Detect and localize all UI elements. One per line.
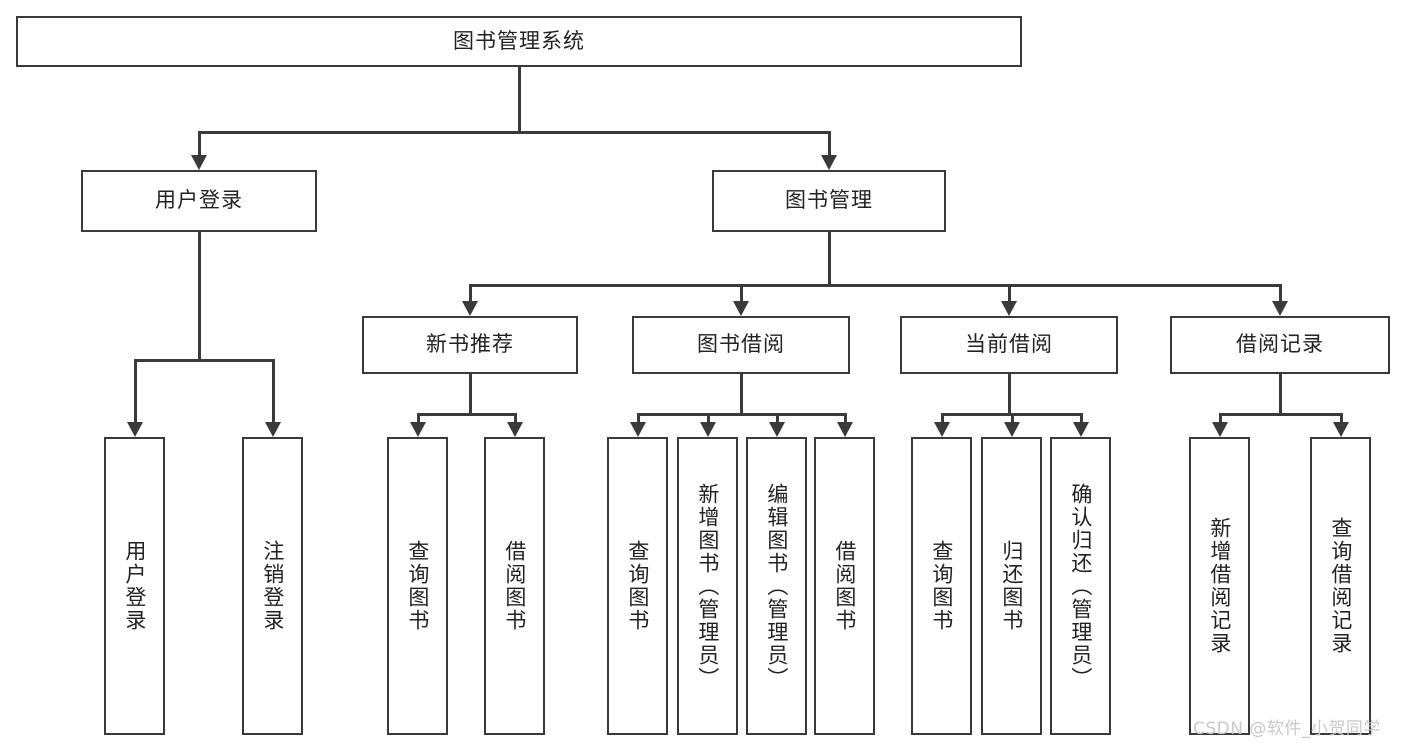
arrowhead-icon xyxy=(700,422,716,437)
arrowhead-icon xyxy=(191,155,207,170)
connector-vertical xyxy=(469,374,472,413)
connector-vertical xyxy=(134,359,137,423)
connector-vertical xyxy=(828,232,831,284)
node-label: 查询图书 xyxy=(929,540,954,632)
node-label: 借阅图书 xyxy=(832,540,857,632)
node-user-login[interactable]: 用户登录 xyxy=(81,170,317,232)
arrowhead-icon xyxy=(462,301,478,316)
arrowhead-icon xyxy=(1272,301,1288,316)
node-leaf-br-query[interactable]: 查询借阅记录 xyxy=(1310,437,1371,735)
arrowhead-icon xyxy=(127,422,143,437)
arrowhead-icon xyxy=(733,301,749,316)
arrowhead-icon xyxy=(1212,422,1228,437)
connector-vertical xyxy=(707,413,710,423)
node-label: 归还图书 xyxy=(999,540,1024,632)
connector-vertical xyxy=(272,359,275,423)
node-leaf-cb-query[interactable]: 查询图书 xyxy=(911,437,972,735)
arrowhead-icon xyxy=(265,422,281,437)
arrowhead-icon xyxy=(821,155,837,170)
node-label: 借阅记录 xyxy=(1236,332,1324,357)
node-label: 查询借阅记录 xyxy=(1328,517,1353,655)
connector-horizontal xyxy=(134,359,275,362)
connector-vertical xyxy=(417,413,420,423)
node-label: 新书推荐 xyxy=(426,332,514,357)
node-label: 用户登录 xyxy=(122,540,147,632)
connector-vertical xyxy=(1219,413,1222,423)
connector-horizontal xyxy=(637,413,847,416)
arrowhead-icon xyxy=(1333,422,1349,437)
connector-vertical xyxy=(1011,413,1014,423)
node-borrow-record[interactable]: 借阅记录 xyxy=(1170,316,1390,374)
node-leaf-bb-borrow[interactable]: 借阅图书 xyxy=(814,437,875,735)
connector-horizontal xyxy=(469,284,1282,287)
node-leaf-bb-add[interactable]: 新增图书（管理员） xyxy=(677,437,738,735)
node-book-manage[interactable]: 图书管理 xyxy=(712,170,946,232)
node-label: 查询图书 xyxy=(625,540,650,632)
node-leaf-cb-confirm[interactable]: 确认归还（管理员） xyxy=(1050,437,1111,735)
node-leaf-bb-query[interactable]: 查询图书 xyxy=(607,437,668,735)
node-leaf-user-login[interactable]: 用户登录 xyxy=(104,437,165,735)
connector-horizontal xyxy=(1219,413,1343,416)
node-leaf-bb-edit[interactable]: 编辑图书（管理员） xyxy=(746,437,807,735)
node-book-borrow[interactable]: 图书借阅 xyxy=(632,316,850,374)
connector-vertical xyxy=(514,413,517,423)
node-label: 注销登录 xyxy=(260,540,285,632)
connector-vertical xyxy=(740,374,743,413)
watermark: CSDN @软件_小贺同学 xyxy=(1193,719,1381,739)
node-leaf-rec-query[interactable]: 查询图书 xyxy=(387,437,448,735)
connector-horizontal xyxy=(198,131,831,134)
node-label: 查询图书 xyxy=(405,540,430,632)
connector-vertical xyxy=(1279,374,1282,413)
node-label: 图书借阅 xyxy=(697,332,785,357)
connector-vertical xyxy=(469,284,472,302)
node-label: 新增图书（管理员） xyxy=(695,482,720,690)
connector-vertical xyxy=(198,131,201,156)
connector-vertical xyxy=(844,413,847,423)
arrowhead-icon xyxy=(769,422,785,437)
connector-vertical xyxy=(776,413,779,423)
arrowhead-icon xyxy=(1001,301,1017,316)
node-leaf-rec-borrow[interactable]: 借阅图书 xyxy=(484,437,545,735)
connector-vertical xyxy=(828,131,831,156)
connector-vertical xyxy=(941,413,944,423)
connector-vertical xyxy=(637,413,640,423)
node-root[interactable]: 图书管理系统 xyxy=(16,16,1022,67)
node-leaf-cb-return[interactable]: 归还图书 xyxy=(981,437,1042,735)
node-label: 用户登录 xyxy=(155,188,243,213)
arrowhead-icon xyxy=(934,422,950,437)
node-leaf-br-add[interactable]: 新增借阅记录 xyxy=(1189,437,1250,735)
connector-horizontal xyxy=(417,413,517,416)
node-label: 图书管理系统 xyxy=(453,28,585,53)
node-label: 新增借阅记录 xyxy=(1207,517,1232,655)
connector-vertical xyxy=(1008,284,1011,302)
node-label: 确认归还（管理员） xyxy=(1068,482,1093,690)
connector-vertical xyxy=(198,232,201,359)
node-current-borrow[interactable]: 当前借阅 xyxy=(900,316,1118,374)
arrowhead-icon xyxy=(410,422,426,437)
connector-vertical xyxy=(1008,374,1011,413)
node-new-book-rec[interactable]: 新书推荐 xyxy=(362,316,578,374)
connector-vertical xyxy=(518,67,521,131)
connector-vertical xyxy=(1279,284,1282,302)
arrowhead-icon xyxy=(1073,422,1089,437)
connector-vertical xyxy=(740,284,743,302)
arrowhead-icon xyxy=(507,422,523,437)
node-label: 当前借阅 xyxy=(965,332,1053,357)
arrowhead-icon xyxy=(630,422,646,437)
arrowhead-icon xyxy=(1004,422,1020,437)
connector-vertical xyxy=(1340,413,1343,423)
node-label: 图书管理 xyxy=(785,188,873,213)
connector-vertical xyxy=(1080,413,1083,423)
node-label: 编辑图书（管理员） xyxy=(764,482,789,690)
node-label: 借阅图书 xyxy=(502,540,527,632)
arrowhead-icon xyxy=(837,422,853,437)
node-leaf-user-logout[interactable]: 注销登录 xyxy=(242,437,303,735)
